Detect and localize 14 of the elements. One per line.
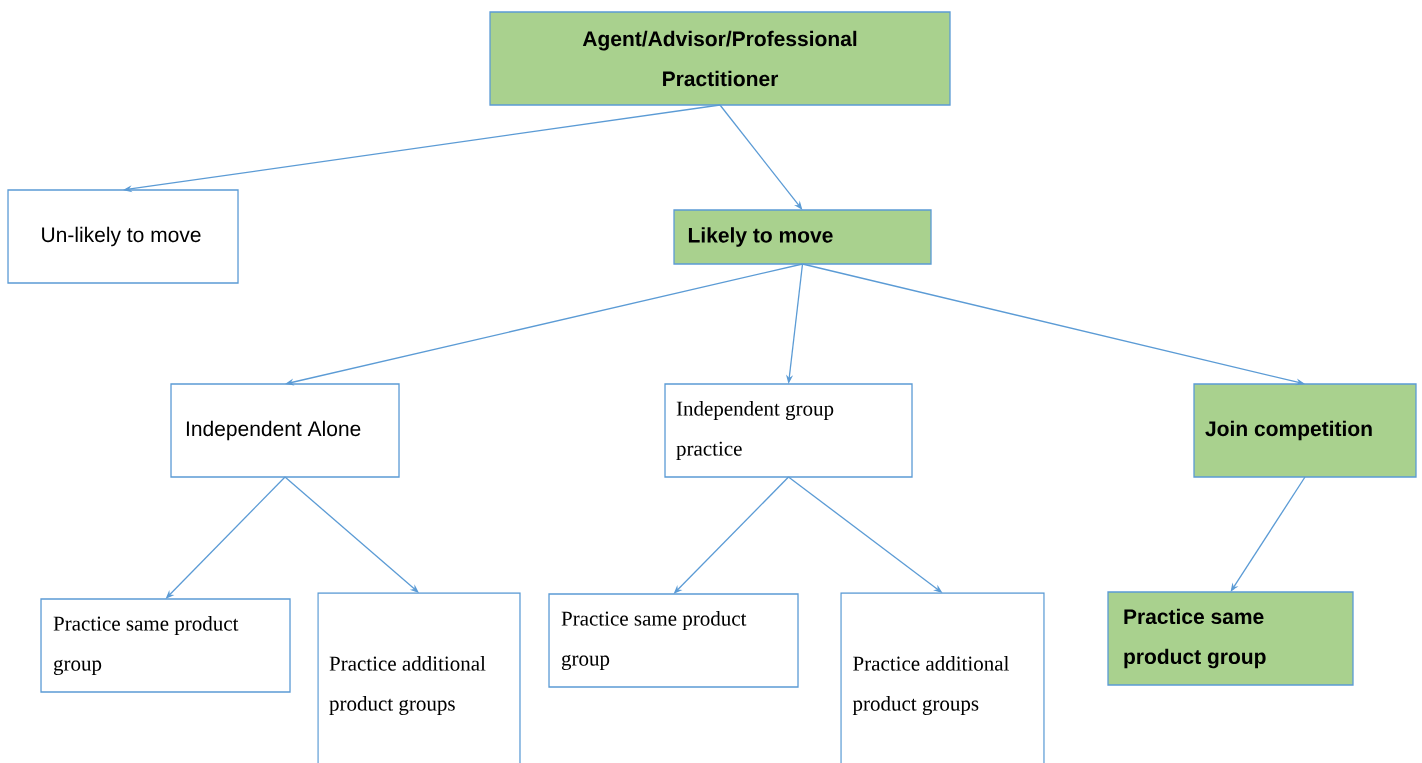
arrow (719, 104, 803, 210)
highlighted-box: Join competition (1193, 383, 1417, 478)
text-box: Practice additional product groups (317, 592, 521, 763)
highlighted-box: Practice same product group (1107, 591, 1354, 686)
arrow (1230, 476, 1306, 592)
arrow (284, 476, 419, 593)
text-box: Practice same product group (40, 598, 291, 693)
text-box: Independent group practice (664, 383, 913, 478)
highlighted-box: Agent/Advisor/Professional Practitioner (489, 11, 951, 106)
text-box: Independent Alone (170, 383, 400, 478)
text-box: Practice same product group (548, 593, 799, 688)
highlighted-box: Likely to move (673, 209, 932, 265)
text-box: Un-likely to move (7, 189, 239, 284)
text-box: Practice additional product groups (840, 592, 1045, 763)
